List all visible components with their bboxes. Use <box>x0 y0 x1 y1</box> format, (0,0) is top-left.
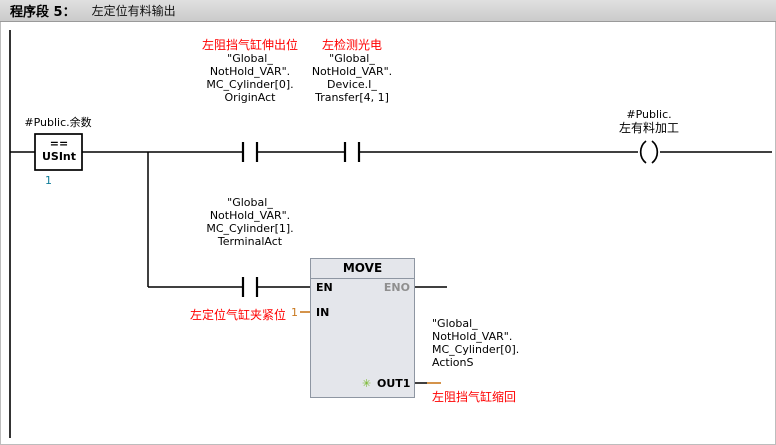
contact-terminal-label-block[interactable]: "Global_ NotHold_VAR". MC_Cylinder[1]. T… <box>206 196 294 248</box>
contact-origin-label-block[interactable]: 左阻挡气缸伸出位 "Global_ NotHold_VAR". MC_Cylin… <box>201 38 299 104</box>
move-in-comment[interactable]: 左定位气缸夹紧位 <box>189 308 286 322</box>
move-instruction-box[interactable]: MOVE EN ENO IN ✳ OUT1 <box>310 258 415 398</box>
move-out-operand-block[interactable]: "Global_ NotHold_VAR". MC_Cylinder[0]. A… <box>432 317 520 369</box>
move-in-value[interactable]: 1 <box>291 306 298 319</box>
contact-photo-comment[interactable]: 左检测光电 <box>321 38 383 52</box>
auto-inserted-star-icon: ✳ <box>362 377 372 390</box>
move-title: MOVE <box>311 259 414 279</box>
comparator-compare-value[interactable]: 1 <box>45 174 52 187</box>
comparator-operator[interactable]: == USInt <box>41 137 77 163</box>
move-out1-pin[interactable]: OUT1 <box>377 377 411 390</box>
network-header[interactable]: 程序段 5： 左定位有料输出 <box>0 0 776 22</box>
output-coil-label-block[interactable]: #Public. 左有料加工 <box>618 108 680 135</box>
comparator-operand[interactable]: #Public.余数 <box>24 116 92 129</box>
network-number-label: 程序段 5： <box>10 5 76 20</box>
network-title[interactable]: 左定位有料输出 <box>91 4 176 18</box>
contact-origin-comment[interactable]: 左阻挡气缸伸出位 <box>201 38 299 52</box>
contact-photo-label-block[interactable]: 左检测光电 "Global_ NotHold_VAR". Device.I_ T… <box>311 38 393 104</box>
move-in-pin[interactable]: IN <box>316 306 330 319</box>
move-eno-pin: ENO <box>383 281 410 294</box>
move-out-comment[interactable]: 左阻挡气缸缩回 <box>432 390 517 404</box>
move-en-pin: EN <box>316 281 333 294</box>
